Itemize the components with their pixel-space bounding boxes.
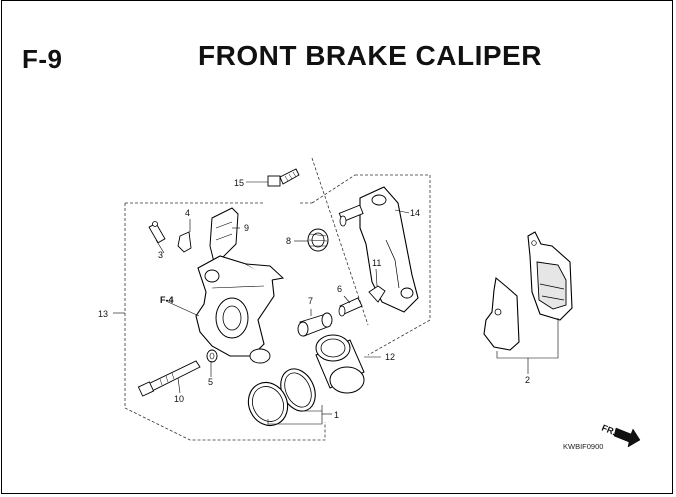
- callout-1: 1: [334, 410, 339, 420]
- caliper-bracket: [359, 186, 419, 313]
- callout-4: 4: [185, 208, 190, 218]
- drawing-code: KWBIF0900: [563, 442, 604, 451]
- sealing-washer: [206, 349, 218, 363]
- callout-15: 15: [234, 178, 244, 188]
- piston-seals: [247, 368, 316, 427]
- callout-13: 13: [98, 309, 108, 319]
- reference-label: F-4: [160, 295, 174, 305]
- callout-9: 9: [244, 223, 249, 233]
- callout-7: 7: [308, 296, 313, 306]
- brake-pad-rear-view: [527, 231, 573, 321]
- bleeder-cap: [177, 231, 192, 253]
- page-title: FRONT BRAKE CALIPER: [198, 40, 542, 71]
- flange-bolt: [267, 168, 300, 187]
- callout-6: 6: [337, 284, 342, 294]
- callout-14: 14: [410, 208, 420, 218]
- callout-8: 8: [286, 236, 291, 246]
- assembly-outline: [124, 157, 431, 441]
- bracket-pin: [338, 204, 364, 227]
- callout-10: 10: [174, 394, 184, 404]
- callout-2: 2: [525, 375, 530, 385]
- section-number: F-9: [22, 44, 63, 74]
- callout-5: 5: [208, 377, 213, 387]
- pad-spring: [209, 207, 239, 263]
- caliper-pin: [338, 297, 363, 317]
- pin-sleeve: [297, 312, 333, 337]
- bracket-bolt: [368, 285, 386, 303]
- callout-3: 3: [158, 250, 163, 260]
- pin-boot: [307, 228, 329, 252]
- pin-bolt: [137, 360, 201, 397]
- caliper-body: [195, 255, 285, 364]
- caliper-piston: [315, 334, 365, 394]
- leader-lines: [113, 181, 559, 425]
- callout-12: 12: [385, 352, 395, 362]
- front-direction-arrow: FR.: [600, 423, 641, 448]
- callout-11: 11: [372, 258, 381, 268]
- brake-pad-front-view: [483, 276, 520, 351]
- bleeder-screw: [148, 221, 166, 244]
